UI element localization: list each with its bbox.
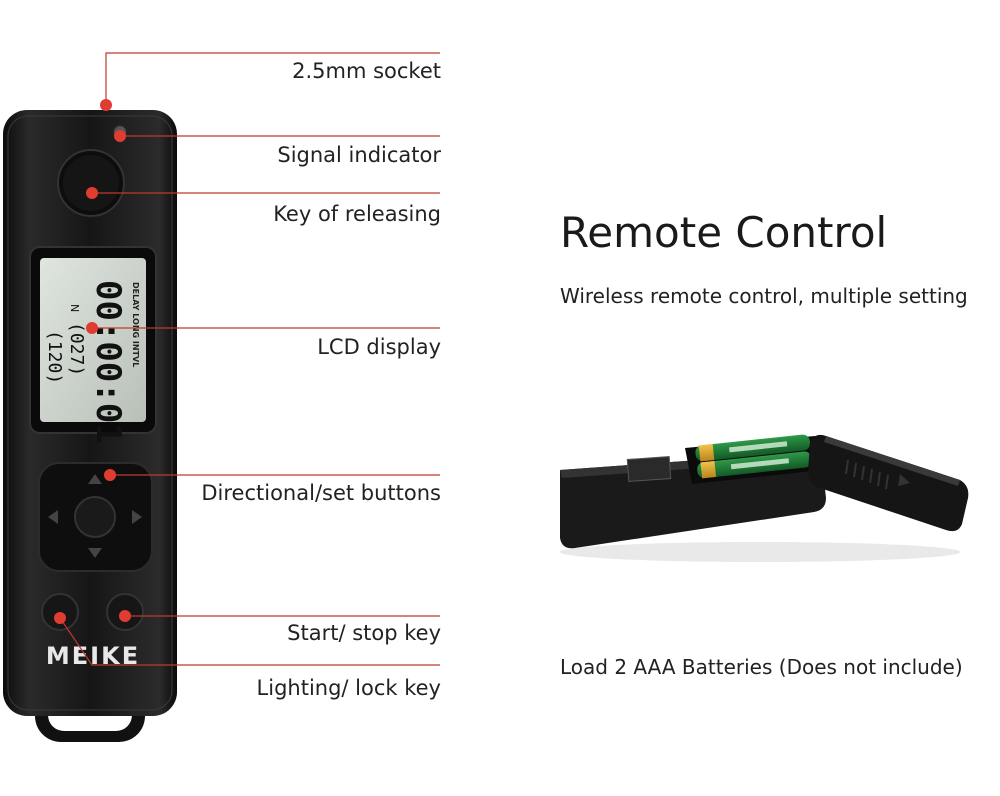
battery-note: Load 2 AAA Batteries (Does not include): [560, 655, 963, 679]
callout-key-of-releasing: Key of releasing: [273, 202, 441, 226]
down-arrow-icon: [88, 548, 102, 558]
page-subtitle: Wireless remote control, multiple settin…: [560, 284, 968, 308]
callout-start-stop-key: Start/ stop key: [287, 621, 441, 645]
lcd-n-label: N: [68, 304, 81, 312]
lcd-count: (027): [66, 322, 87, 376]
directional-pad[interactable]: [38, 462, 153, 572]
callout-directional-set-buttons: Directional/set buttons: [201, 481, 441, 505]
callout-lighting-lock-key: Lighting/ lock key: [256, 676, 441, 700]
lcd-mode: DELAY LONG INTVL: [131, 282, 140, 367]
lcd-time: 00:00:01: [88, 280, 128, 444]
callout-lcd-display: LCD display: [317, 335, 441, 359]
release-key[interactable]: [57, 149, 125, 217]
callout-2-5mm-socket: 2.5mm socket: [292, 59, 441, 83]
right-arrow-icon: [132, 510, 142, 524]
lcd-sub: (120): [44, 330, 65, 384]
battery-compartment-illustration: [560, 434, 969, 562]
page-title: Remote Control: [560, 208, 888, 257]
left-arrow-icon: [48, 510, 58, 524]
callout-dots: [54, 99, 131, 624]
up-arrow-icon: [88, 474, 102, 484]
callout-signal-indicator: Signal indicator: [277, 143, 441, 167]
set-button[interactable]: [74, 496, 116, 538]
callout-lines: [59, 52, 440, 666]
lcd-display: 00:00:01 DELAY LONG INTVL (027) (120) N: [29, 246, 157, 444]
brand-logo: MEIKE: [46, 642, 140, 670]
